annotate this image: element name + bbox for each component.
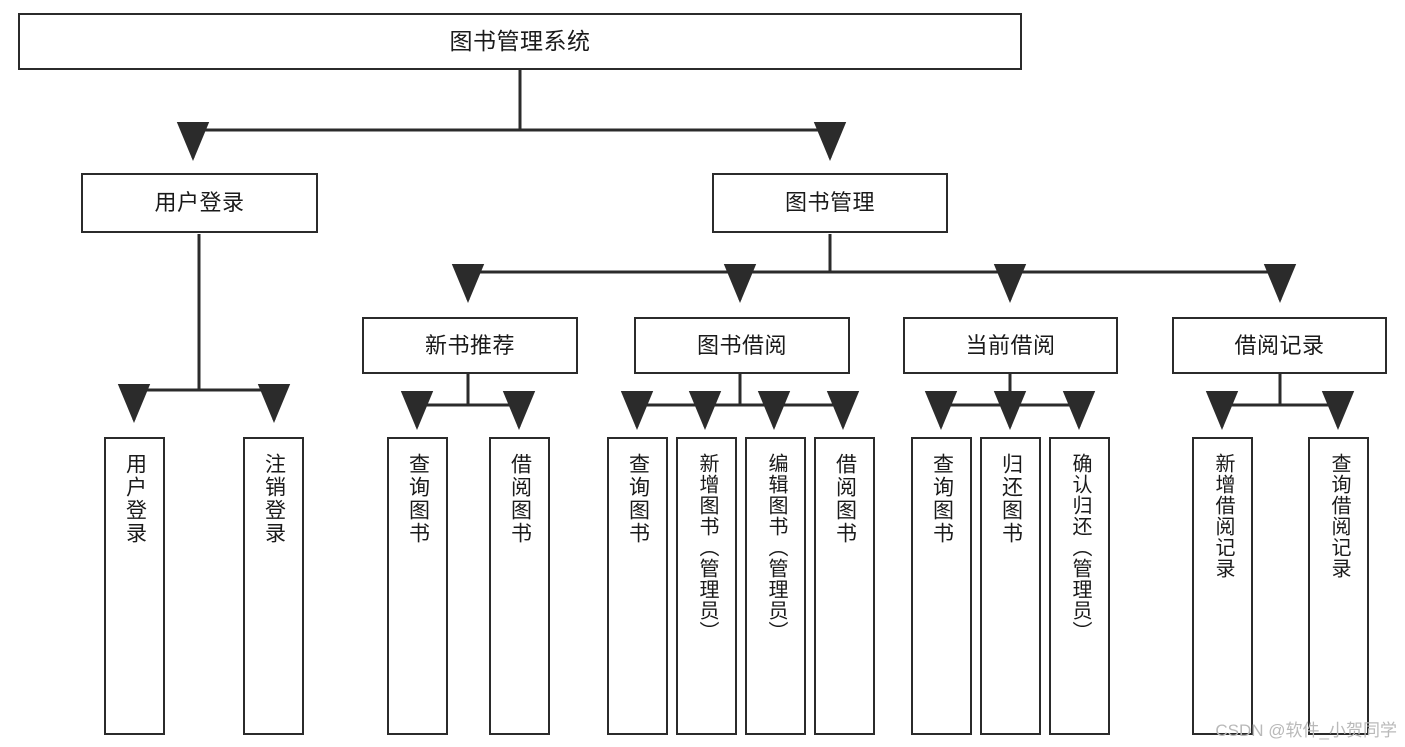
node-label: 新增图书（管理员） — [696, 453, 718, 642]
node-new-book-recommend[interactable]: 新书推荐 — [362, 317, 578, 374]
node-leaf-user-logout[interactable]: 注销登录 — [243, 437, 304, 735]
node-leaf-query-book-2[interactable]: 查询图书 — [607, 437, 668, 735]
node-leaf-add-book[interactable]: 新增图书（管理员） — [676, 437, 737, 735]
node-leaf-add-record[interactable]: 新增借阅记录 — [1192, 437, 1253, 735]
node-label: 编辑图书（管理员） — [765, 453, 787, 642]
node-label: 查询借阅记录 — [1328, 453, 1350, 579]
node-book-manage[interactable]: 图书管理 — [712, 173, 948, 233]
node-label: 确认归还（管理员） — [1069, 453, 1091, 642]
node-label: 用户登录 — [154, 190, 245, 216]
node-label: 新增借阅记录 — [1212, 453, 1234, 579]
node-current-borrow[interactable]: 当前借阅 — [903, 317, 1118, 374]
node-label: 图书借阅 — [696, 332, 787, 358]
node-borrow-record[interactable]: 借阅记录 — [1172, 317, 1387, 374]
node-book-borrow[interactable]: 图书借阅 — [634, 317, 850, 374]
node-label: 当前借阅 — [965, 332, 1056, 358]
node-leaf-user-login[interactable]: 用户登录 — [104, 437, 165, 735]
node-label: 注销登录 — [262, 453, 286, 545]
node-label: 用户登录 — [123, 453, 147, 545]
node-label: 借阅图书 — [508, 453, 532, 545]
node-leaf-edit-book[interactable]: 编辑图书（管理员） — [745, 437, 806, 735]
node-leaf-borrow-book-1[interactable]: 借阅图书 — [489, 437, 550, 735]
node-leaf-return-book[interactable]: 归还图书 — [980, 437, 1041, 735]
node-label: 查询图书 — [930, 453, 954, 545]
node-label: 借阅记录 — [1234, 332, 1325, 358]
node-user-login[interactable]: 用户登录 — [81, 173, 318, 233]
node-label: 图书管理 — [784, 190, 875, 216]
node-leaf-query-book-1[interactable]: 查询图书 — [387, 437, 448, 735]
node-leaf-borrow-book-2[interactable]: 借阅图书 — [814, 437, 875, 735]
node-leaf-confirm-return[interactable]: 确认归还（管理员） — [1049, 437, 1110, 735]
node-label: 图书管理系统 — [449, 27, 591, 54]
node-label: 归还图书 — [999, 453, 1023, 545]
node-label: 借阅图书 — [833, 453, 857, 545]
node-label: 查询图书 — [406, 453, 430, 545]
node-label: 查询图书 — [626, 453, 650, 545]
watermark-text: CSDN @软件_小贺同学 — [1215, 721, 1397, 740]
node-leaf-query-record[interactable]: 查询借阅记录 — [1308, 437, 1369, 735]
node-root-system[interactable]: 图书管理系统 — [18, 13, 1022, 70]
node-leaf-query-book-3[interactable]: 查询图书 — [911, 437, 972, 735]
node-label: 新书推荐 — [424, 332, 515, 358]
